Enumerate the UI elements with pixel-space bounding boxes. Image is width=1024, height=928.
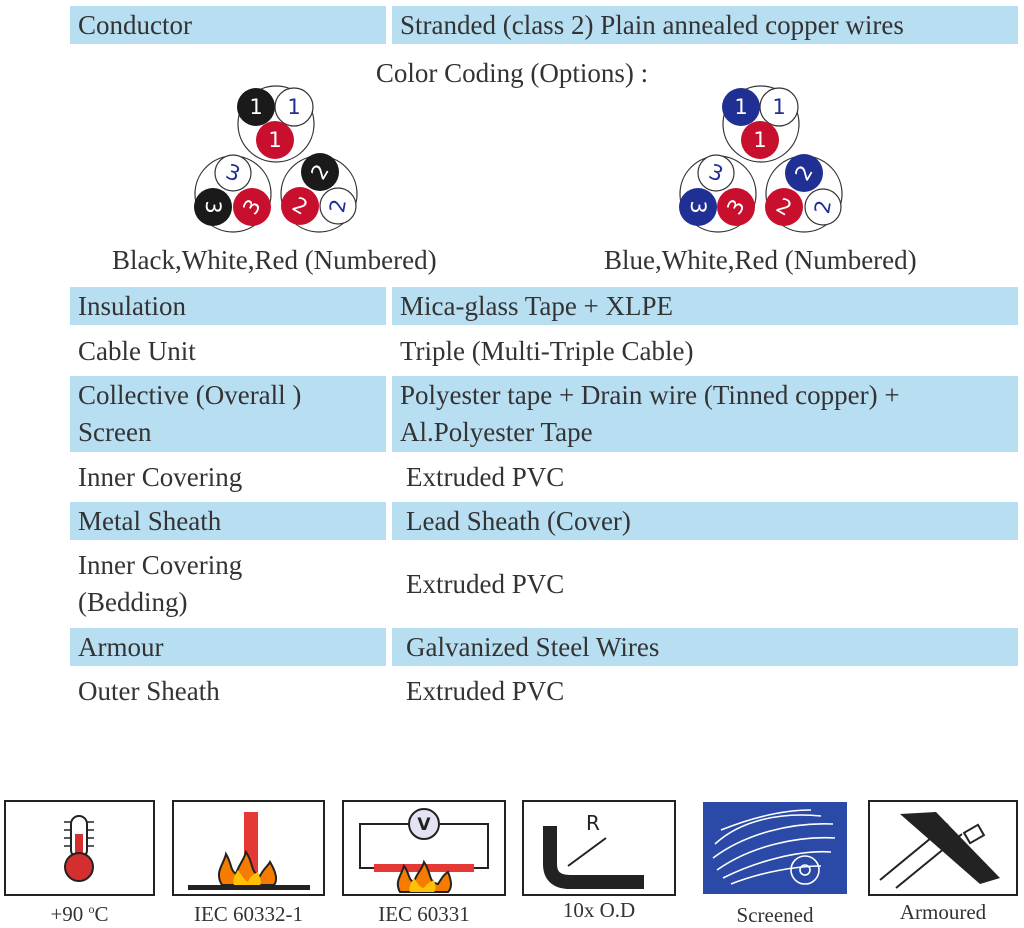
- conductor-dot: [194, 188, 232, 226]
- conductor-dot: [697, 154, 735, 192]
- voltmeter-symbol: V: [417, 815, 431, 835]
- metal-sheath-value: Lead Sheath (Cover): [392, 502, 1018, 540]
- color-coding-diagram-black: 1 1 1 3 3 3 2 2 2: [194, 85, 358, 233]
- conductor-number: 1: [287, 95, 300, 119]
- conductor-label: Conductor: [70, 6, 386, 44]
- armoured-caption: Armoured: [899, 900, 987, 924]
- degree-symbol: o: [88, 902, 95, 916]
- conductor-number: 1: [734, 95, 747, 119]
- screened-box: [701, 800, 849, 896]
- color-option-2-caption: Blue,White,Red (Numbered): [604, 245, 917, 275]
- conductor-dot: [237, 88, 275, 126]
- bending-box: R: [522, 800, 676, 896]
- conductor-dot: [274, 87, 314, 127]
- row-metal-sheath: Metal Sheath Lead Sheath (Cover): [70, 502, 1018, 540]
- thermometer-icon: [64, 815, 94, 882]
- bedding-label: Inner Covering (Bedding): [70, 546, 386, 622]
- row-insulation: Insulation Mica-glass Tape + XLPE: [70, 287, 1018, 325]
- outer-sheath-value: Extruded PVC: [406, 675, 565, 706]
- radius-symbol: R: [586, 811, 600, 835]
- conductor-dot: [741, 121, 779, 159]
- temperature-box: [4, 800, 155, 896]
- row-collective-screen: Collective (Overall ) Screen Polyester t…: [70, 376, 1018, 452]
- row-inner-covering: Inner Covering Extruded PVC: [70, 458, 1018, 496]
- flame-single-box: [172, 800, 325, 896]
- bending-caption: 10x O.D: [562, 898, 636, 922]
- flame-retardant-icon: [188, 812, 310, 890]
- conductor-number: 2: [810, 198, 836, 215]
- temperature-value: +90: [50, 902, 89, 926]
- screen-icon: [703, 802, 847, 894]
- armour-icon: [879, 812, 1000, 889]
- color-coding-diagram-blue: 1 1 1 3 3 3 2 2 2: [679, 85, 843, 233]
- collective-screen-label-line1: Collective (Overall ): [78, 380, 302, 410]
- bedding-value: Extruded PVC: [406, 568, 565, 599]
- armour-value: Galvanized Steel Wires: [392, 628, 1018, 666]
- temperature-unit: C: [94, 902, 109, 926]
- collective-screen-value-line1: Polyester tape + Drain wire (Tinned copp…: [400, 380, 900, 410]
- collective-screen-label: Collective (Overall ) Screen: [70, 376, 386, 452]
- conductor-dot: [679, 188, 717, 226]
- metal-sheath-label: Metal Sheath: [70, 502, 386, 540]
- row-outer-sheath: Outer Sheath Extruded PVC: [70, 672, 1018, 710]
- conductor-number: 1: [753, 128, 766, 152]
- conductor-number: 1: [772, 95, 785, 119]
- bending-radius-icon: R: [543, 811, 644, 889]
- conductor-dot: [804, 188, 842, 226]
- collective-screen-label-line2: Screen: [78, 417, 152, 447]
- conductor-number: 2: [325, 197, 351, 214]
- conductor-dot: [765, 188, 803, 226]
- insulation-value: Mica-glass Tape + XLPE: [392, 287, 1018, 325]
- armoured-box: [868, 800, 1018, 896]
- conductor-dot: [319, 187, 357, 225]
- collective-screen-value-line2: Al.Polyester Tape: [400, 417, 593, 447]
- collective-screen-value: Polyester tape + Drain wire (Tinned copp…: [392, 376, 1018, 452]
- conductor-value: Stranded (class 2) Plain annealed copper…: [392, 6, 1018, 44]
- row-conductor: Conductor Stranded (class 2) Plain annea…: [70, 6, 1018, 44]
- row-bedding: Inner Covering (Bedding) Extruded PVC: [70, 546, 1018, 622]
- fire-resistant-icon: V: [359, 808, 489, 893]
- cable-unit-value: Triple (Multi-Triple Cable): [400, 335, 694, 366]
- conductor-dot: [233, 188, 271, 226]
- inner-covering-label: Inner Covering: [78, 461, 243, 492]
- conductor-dot: [717, 188, 755, 226]
- conductor-dot: [256, 121, 294, 159]
- conductor-dot: [722, 88, 760, 126]
- conductor-dot: [759, 87, 799, 127]
- conductor-number: 1: [268, 128, 281, 152]
- conductor-dot: [214, 154, 252, 192]
- row-armour: Armour Galvanized Steel Wires: [70, 628, 1018, 666]
- conductor-number: 3: [201, 200, 225, 213]
- bedding-label-line1: Inner Covering: [78, 550, 243, 580]
- cable-unit-label: Cable Unit: [78, 335, 196, 366]
- screened-caption: Screened: [736, 903, 814, 927]
- conductor-dot: [281, 187, 319, 225]
- color-coding-title: Color Coding (Options) :: [375, 58, 649, 88]
- conductor-dot: [301, 153, 339, 191]
- color-option-1-caption: Black,White,Red (Numbered): [112, 245, 437, 275]
- flame-single-caption: IEC 60332-1: [193, 902, 304, 926]
- outer-sheath-label: Outer Sheath: [78, 675, 220, 706]
- bedding-label-line2: (Bedding): [78, 587, 188, 617]
- temperature-caption: +90 oC: [4, 902, 155, 927]
- insulation-label: Insulation: [70, 287, 386, 325]
- armour-label: Armour: [70, 628, 386, 666]
- flame-circuit-box: V: [342, 800, 506, 896]
- row-cable-unit: Cable Unit Triple (Multi-Triple Cable): [70, 332, 1018, 370]
- conductor-number: 1: [249, 95, 262, 119]
- conductor-number: 3: [686, 200, 710, 213]
- conductor-dot: [785, 154, 823, 192]
- inner-covering-value: Extruded PVC: [406, 461, 565, 492]
- flame-circuit-caption: IEC 60331: [378, 902, 470, 926]
